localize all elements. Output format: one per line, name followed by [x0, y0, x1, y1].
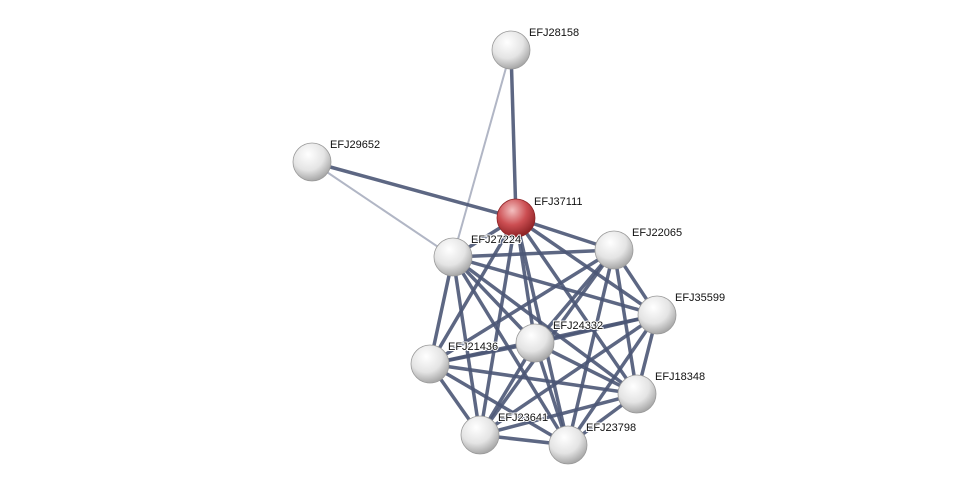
node-label: EFJ27224 — [471, 234, 521, 246]
edge-EFJ27224-EFJ23798 — [451, 256, 570, 446]
edge-EFJ27224-EFJ22065 — [452, 248, 615, 259]
node-sphere[interactable] — [496, 198, 536, 238]
node-sphere[interactable] — [491, 30, 531, 70]
node-EFJ24332[interactable]: EFJ24332 — [515, 319, 604, 363]
node-sphere[interactable] — [292, 142, 332, 182]
edge-EFJ27224-EFJ24332 — [451, 255, 537, 345]
node-sphere[interactable] — [637, 295, 677, 335]
edge-EFJ35599-EFJ23641 — [479, 313, 658, 437]
node-EFJ22065[interactable]: EFJ22065 — [594, 226, 683, 270]
edge-EFJ28158-EFJ27224 — [452, 49, 512, 258]
edge-EFJ27224-EFJ23641 — [451, 256, 482, 436]
node-EFJ29652[interactable]: EFJ29652 — [292, 138, 381, 182]
node-EFJ23798[interactable]: EFJ23798 — [548, 421, 637, 465]
edge-EFJ27224-EFJ18348 — [451, 255, 639, 396]
edge-EFJ29652-EFJ37111 — [311, 160, 517, 220]
node-EFJ35599[interactable]: EFJ35599 — [637, 291, 726, 335]
node-EFJ37111[interactable]: EFJ37111 — [496, 195, 584, 238]
node-sphere[interactable] — [433, 237, 473, 277]
node-sphere[interactable] — [617, 374, 657, 414]
node-sphere[interactable] — [410, 344, 450, 384]
node-label: EFJ18348 — [655, 371, 705, 383]
edge-EFJ29652-EFJ27224 — [311, 161, 454, 258]
node-label: EFJ21436 — [448, 341, 498, 353]
node-sphere[interactable] — [594, 230, 634, 270]
node-EFJ21436[interactable]: EFJ21436 — [410, 340, 499, 384]
node-label: EFJ28158 — [529, 27, 579, 39]
node-EFJ23641[interactable]: EFJ23641 — [460, 411, 549, 455]
node-label: EFJ23798 — [586, 422, 636, 434]
edge-EFJ22065-EFJ21436 — [429, 248, 615, 366]
edge-EFJ37111-EFJ18348 — [514, 217, 639, 395]
node-label: EFJ22065 — [632, 227, 682, 239]
node-sphere[interactable] — [548, 425, 588, 465]
node-label: EFJ35599 — [675, 292, 725, 304]
node-EFJ18348[interactable]: EFJ18348 — [617, 370, 706, 414]
node-label: EFJ29652 — [330, 139, 380, 151]
node-label: EFJ23641 — [498, 412, 548, 424]
node-sphere[interactable] — [515, 323, 555, 363]
edge-EFJ21436-EFJ18348 — [429, 362, 638, 396]
node-label: EFJ24332 — [553, 320, 603, 332]
edge-EFJ18348-EFJ23641 — [479, 392, 638, 437]
edge-EFJ22065-EFJ23798 — [566, 249, 616, 446]
node-EFJ27224[interactable]: EFJ27224 — [433, 233, 522, 277]
node-label: EFJ37111 — [534, 196, 583, 208]
edge-EFJ28158-EFJ37111 — [509, 49, 518, 219]
node-EFJ28158[interactable]: EFJ28158 — [491, 26, 580, 70]
edge-EFJ21436-EFJ23798 — [429, 362, 569, 447]
node-sphere[interactable] — [460, 415, 500, 455]
